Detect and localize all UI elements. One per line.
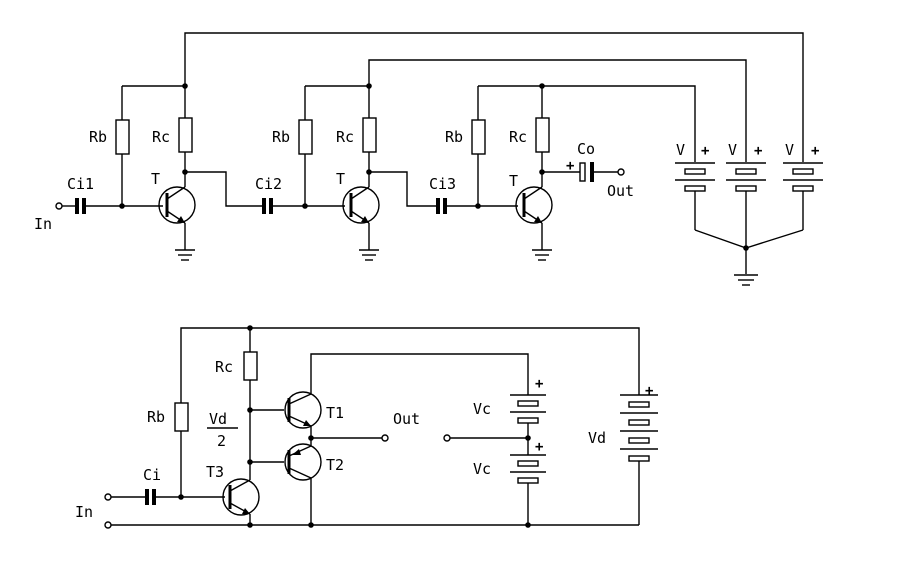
stage-3 — [436, 83, 625, 261]
ci2-capacitor — [262, 198, 273, 214]
battery-1 — [675, 145, 715, 230]
supply-rails — [122, 32, 804, 145]
rb3-label: Rb — [445, 128, 463, 146]
battery-2 — [726, 145, 766, 248]
vd-half-denominator: 2 — [217, 432, 226, 450]
battery-2-plus-label: + — [754, 143, 762, 159]
stage-1 — [55, 83, 262, 261]
bottom-out-label: Out — [393, 410, 420, 428]
t3-top-label: T — [509, 172, 518, 190]
rc-resistor-1 — [178, 117, 193, 153]
bottom-output-terminal-left — [381, 434, 389, 442]
battery-2-v-label: V — [728, 141, 737, 159]
t2-top-label: T — [336, 170, 345, 188]
battery-bank — [675, 145, 823, 286]
ci2-label: Ci2 — [255, 175, 282, 193]
input-terminal — [55, 202, 63, 210]
rc2-label: Rc — [336, 128, 354, 146]
vc-bottom-plus: + — [535, 439, 543, 455]
t2-label: T2 — [326, 456, 344, 474]
top-in-label: In — [34, 215, 52, 233]
ground-1 — [175, 248, 195, 261]
transistor-t2 — [284, 438, 322, 525]
battery-3-plus-label: + — [811, 143, 819, 159]
top-circuit: In Ci1 Rb Rc T Ci2 Rb Rc T Ci3 Rb Rc T C… — [34, 32, 823, 286]
rb-resistor-1 — [115, 119, 130, 155]
vc-top-plus: + — [535, 376, 543, 392]
co-plus-label: + — [566, 158, 574, 174]
vc-top-label: Vc — [473, 400, 491, 418]
vd-half-numerator: Vd — [209, 410, 227, 428]
t3-label: T3 — [206, 463, 224, 481]
stage-2 — [262, 83, 436, 261]
rb1-label: Rb — [89, 128, 107, 146]
bottom-in-label: In — [75, 503, 93, 521]
transistor-1 — [158, 172, 196, 248]
ci3-capacitor — [436, 198, 447, 214]
vc-battery-bottom — [510, 454, 546, 525]
rb-resistor-bottom — [174, 402, 189, 432]
rc-bottom-label: Rc — [215, 358, 233, 376]
t1-label: T1 — [326, 404, 344, 422]
ci-capacitor — [145, 489, 156, 505]
ci1-capacitor — [75, 198, 86, 214]
transistor-t1 — [284, 353, 529, 438]
ground-3 — [532, 248, 552, 261]
ground-2 — [359, 248, 379, 261]
vc-battery-top — [510, 394, 546, 455]
battery-3 — [783, 145, 823, 230]
co-label: Co — [577, 140, 595, 158]
ci1-label: Ci1 — [67, 175, 94, 193]
rb-resistor-3 — [471, 119, 486, 155]
rc-resistor-3 — [535, 117, 550, 153]
battery-1-v-label: V — [676, 141, 685, 159]
bottom-circuit: In Ci Rb Rc Vd 2 T1 T2 T3 Out Vc + Vc + … — [75, 325, 658, 529]
rb-bottom-label: Rb — [147, 408, 165, 426]
t1-top-label: T — [151, 170, 160, 188]
rc1-label: Rc — [152, 128, 170, 146]
vc-bottom-label: Vc — [473, 460, 491, 478]
vd-battery — [620, 394, 658, 525]
rc-resistor-bottom — [243, 351, 258, 381]
rc-resistor-2 — [362, 117, 377, 153]
rb-resistor-2 — [298, 119, 313, 155]
battery-3-v-label: V — [785, 141, 794, 159]
output-terminal — [617, 168, 625, 176]
co-capacitor — [579, 162, 594, 182]
battery-1-plus-label: + — [701, 143, 709, 159]
bottom-input-terminal — [104, 493, 112, 501]
ci-label: Ci — [143, 466, 161, 484]
top-out-label: Out — [607, 182, 634, 200]
bottom-output-terminal-right — [443, 434, 451, 442]
ci3-label: Ci3 — [429, 175, 456, 193]
transistor-3 — [515, 172, 553, 248]
vd-plus: + — [645, 383, 653, 399]
ground-main — [734, 274, 758, 286]
rb2-label: Rb — [272, 128, 290, 146]
bottom-ground-terminal — [104, 521, 112, 529]
vd-label: Vd — [588, 429, 606, 447]
rc3-label: Rc — [509, 128, 527, 146]
transistor-t3 — [222, 478, 260, 525]
transistor-2 — [342, 172, 380, 248]
